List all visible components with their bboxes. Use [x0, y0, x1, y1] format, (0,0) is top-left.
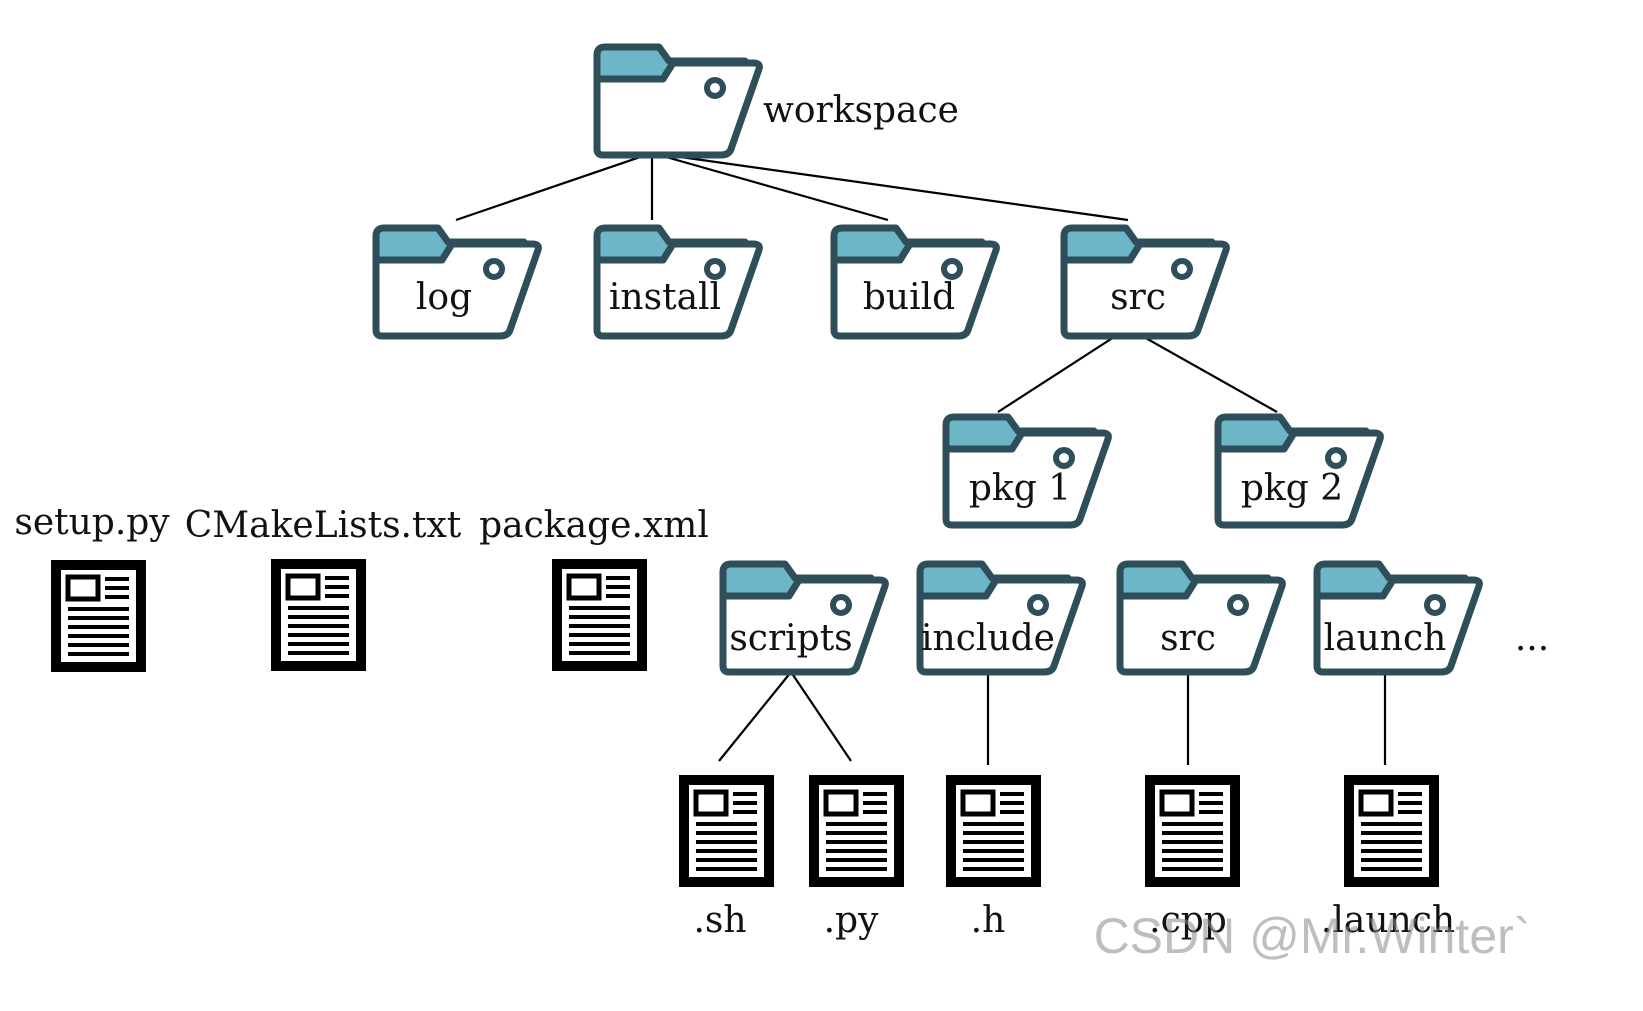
- document-icon: [1145, 775, 1240, 887]
- document-icon: [679, 775, 774, 887]
- file-cmakelists: CMakeLists.txt: [185, 505, 462, 671]
- folder-install: install: [597, 228, 759, 336]
- more-indicator: ...: [1515, 618, 1549, 659]
- file-label-launch: .launch: [1321, 900, 1455, 941]
- folder-scripts: scripts: [723, 564, 885, 672]
- folder-label-scripts: scripts: [729, 618, 852, 659]
- file-label-py: .py: [824, 900, 879, 941]
- folder-label-src: src: [1110, 277, 1166, 318]
- folder-label-build: build: [863, 277, 955, 318]
- folder-label-src-inner: src: [1160, 618, 1216, 659]
- folder-pkg2: pkg 2: [1218, 417, 1380, 525]
- watermark: CSDN @Mr.Winter`: [1094, 908, 1531, 964]
- file-package-xml: package.xml: [479, 505, 709, 671]
- file-label-cpp: .cpp: [1149, 900, 1227, 941]
- file-label-package-xml: package.xml: [479, 505, 709, 546]
- edge-workspace-src: [651, 151, 1129, 222]
- folder-label-install: install: [609, 277, 721, 318]
- edge-workspace-build: [651, 151, 889, 222]
- file-launch: .launch: [1321, 775, 1455, 941]
- document-icon: [809, 775, 904, 887]
- document-icon: [1344, 775, 1439, 887]
- file-py: .py: [809, 775, 904, 941]
- file-cpp: .cpp: [1145, 775, 1240, 941]
- edge-workspace-log: [455, 151, 653, 222]
- folder-workspace: workspace: [597, 47, 959, 155]
- folder-build: build: [834, 228, 996, 336]
- file-setup-py: setup.py: [14, 502, 170, 672]
- folder-icon: [597, 47, 759, 155]
- document-icon: [51, 560, 146, 672]
- folder-src: src: [1064, 228, 1226, 336]
- edge-src-pkg1: [997, 327, 1129, 413]
- folder-label-log: log: [416, 277, 472, 318]
- file-h: .h: [946, 775, 1041, 941]
- file-label-setup-py: setup.py: [14, 502, 170, 543]
- edge-scripts-sh: [718, 671, 792, 762]
- folder-label-include: include: [921, 618, 1055, 659]
- file-sh: .sh: [679, 775, 774, 941]
- folder-label-launch: launch: [1324, 618, 1447, 659]
- folder-launch: launch: [1317, 564, 1479, 672]
- folder-src-inner: src: [1120, 564, 1282, 672]
- folder-label-pkg1: pkg 1: [969, 468, 1071, 509]
- folder-include: include: [920, 564, 1082, 672]
- folder-pkg1: pkg 1: [946, 417, 1108, 525]
- document-icon: [552, 559, 647, 671]
- edge-scripts-py: [790, 671, 852, 762]
- folder-log: log: [376, 228, 538, 336]
- file-label-cmakelists: CMakeLists.txt: [185, 505, 462, 546]
- folder-label-workspace: workspace: [763, 90, 959, 131]
- edge-src-pkg2: [1127, 327, 1278, 413]
- file-label-sh: .sh: [693, 900, 746, 941]
- document-icon: [946, 775, 1041, 887]
- tree-edges: [455, 151, 1387, 765]
- folder-label-pkg2: pkg 2: [1241, 468, 1343, 509]
- file-label-h: .h: [971, 900, 1006, 941]
- document-icon: [271, 559, 366, 671]
